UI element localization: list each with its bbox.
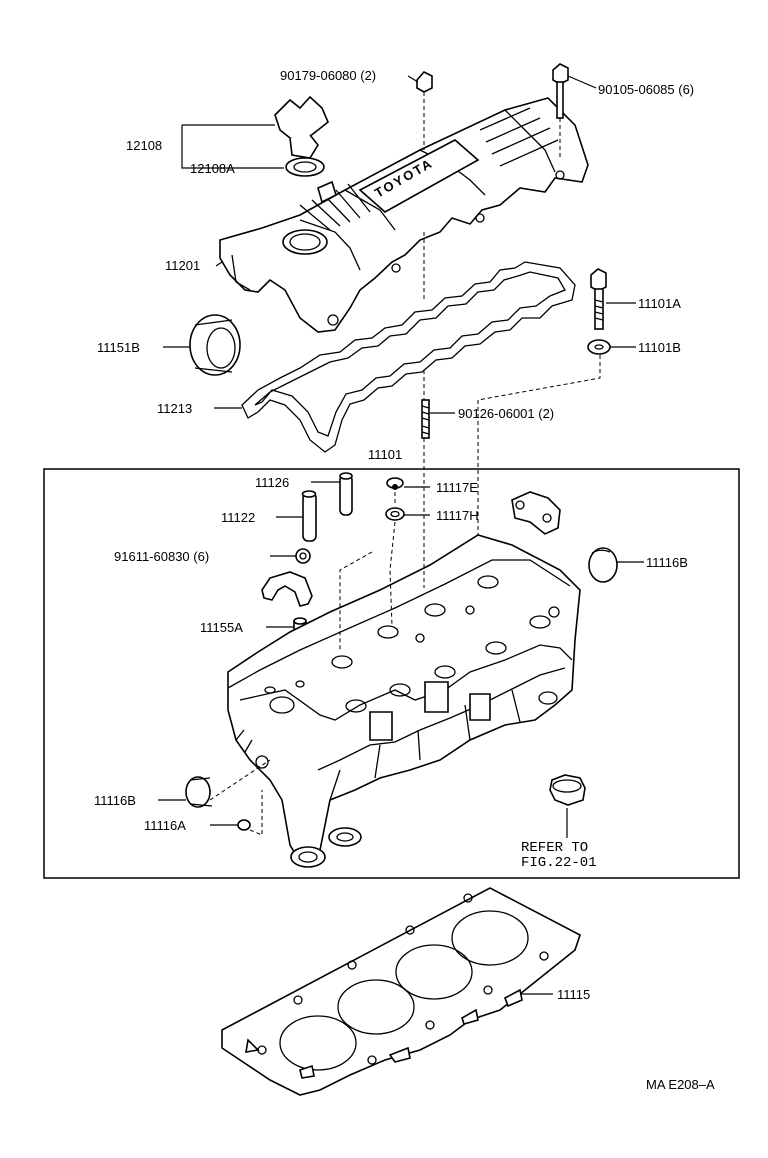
cover-bolt (552, 63, 569, 119)
refer-to-text: REFER TO (521, 840, 588, 856)
label-11126: 11126 (255, 475, 289, 490)
label-90126: 90126-06001 (2) (458, 406, 554, 421)
label-11115: 11115 (557, 987, 590, 1002)
label-11213: 11213 (157, 401, 192, 416)
label-11101: 11101 (368, 447, 402, 462)
label-11151b: 11151B (97, 340, 140, 355)
label-11116b-bottom: 11116B (94, 793, 136, 808)
cylinder-head-gasket (221, 887, 581, 1096)
bearing-cap (261, 571, 313, 607)
leader-lines (158, 75, 644, 995)
cylinder-head (227, 534, 581, 863)
stud-bolt (421, 399, 430, 439)
gasket-11117h (385, 507, 405, 521)
dashed-guide-lines (209, 92, 601, 836)
label-11201: 11201 (165, 258, 200, 273)
spark-plug-tube-gasket (290, 827, 362, 868)
label-11116b-top: 11116B (646, 555, 688, 570)
head-cover-gasket (241, 261, 576, 453)
valve-guide-bushing (339, 472, 353, 516)
label-11117e: 11117E (436, 480, 478, 495)
camshaft-bracket (511, 491, 561, 535)
expansion-plug-right (588, 547, 618, 583)
head-bolt-washer (587, 339, 611, 355)
expansion-plug-left (185, 776, 213, 808)
head-bolt (590, 268, 607, 330)
part-labels: 90179-06080 (2) 90105-06085 (6) 12108 12… (94, 68, 694, 1002)
refer-fig-text: FIG.22-01 (521, 855, 597, 871)
cylinder-head-cover: TOYOTA (219, 97, 589, 333)
label-11117h: 11117H (436, 508, 479, 523)
refer-plug (549, 774, 586, 806)
label-11101b: 11101B (638, 340, 681, 355)
label-11155a: 11155A (200, 620, 243, 635)
cover-nut (416, 71, 433, 93)
label-12108: 12108 (126, 138, 162, 153)
valve-guide (301, 490, 317, 542)
plug-11117e (386, 477, 404, 490)
label-11101a: 11101A (638, 296, 681, 311)
label-91611: 91611-60830 (6) (114, 549, 209, 564)
diagram-code: MA E208–A (646, 1077, 715, 1092)
label-12108a: 12108A (190, 161, 235, 176)
small-plug (237, 819, 251, 831)
small-bolt-91611 (295, 548, 311, 564)
label-11116a: 11116A (144, 818, 186, 833)
filler-cap-gasket (285, 157, 325, 177)
half-moon-seal (189, 314, 241, 376)
cylinder-head-group-frame (43, 468, 740, 879)
label-90105: 90105-06085 (6) (598, 82, 694, 97)
oil-filler-cap (274, 95, 329, 159)
label-11122: 11122 (221, 510, 255, 525)
label-90179: 90179-06080 (2) (280, 68, 376, 83)
